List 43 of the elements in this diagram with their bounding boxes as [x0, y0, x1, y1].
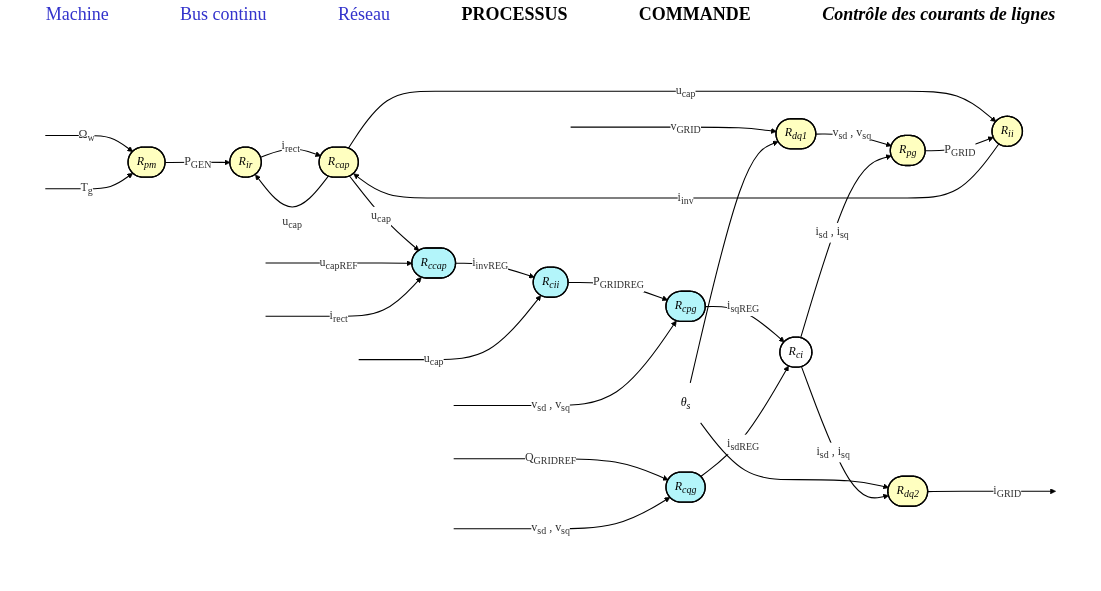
edge-label: i$_{inv}$: [677, 189, 694, 206]
edge-label: P$_{GEN}$: [184, 154, 212, 170]
zone-heading: Machine: [45, 4, 109, 25]
arrow: [353, 143, 1000, 199]
edge-label: u$_{cap}$: [423, 351, 444, 368]
edge-label: v$_{sd}$ , v$_{sq}$: [531, 397, 571, 414]
note-text: Contrôle des courants de lignes: [822, 4, 1056, 25]
edge-label: T$_{g}$: [80, 180, 93, 197]
arrow: [44, 172, 134, 190]
zone-heading: Réseau: [338, 4, 390, 25]
edge-label: P$_{GRIDREG}$: [592, 274, 645, 290]
edge-label: Q$_{GRIDREF}$: [524, 450, 577, 467]
section-heading: COMMANDE: [638, 4, 751, 25]
edge-label: u$_{cap}$: [675, 83, 696, 99]
edge-label: v$_{sd}$ , v$_{sq}$: [531, 520, 571, 537]
arrow: [358, 295, 542, 361]
arrow: [700, 422, 889, 490]
arrow: [349, 175, 420, 251]
edge-label: i$_{rect}$: [281, 137, 300, 154]
edge-label: P$_{GRID}$: [944, 142, 976, 159]
arrow: [44, 134, 134, 153]
edge-label: Ω$_{w}$: [78, 127, 95, 144]
edge-label: u$_{cap}$: [282, 214, 303, 230]
node-text: θ$_{s}$: [680, 394, 691, 411]
edge-label: u$_{cap}$: [371, 208, 391, 225]
section-heading: PROCESSUS: [461, 4, 568, 25]
arrow: [689, 140, 779, 384]
edge-label: i$_{invREG}$: [472, 254, 509, 271]
arrow: [801, 366, 889, 500]
edge-label: i$_{sd}$ , i$_{sq}$: [815, 224, 849, 241]
arrow: [800, 154, 892, 339]
edge-label: i$_{sqREG}$: [727, 298, 760, 314]
edge-label: i$_{sdREG}$: [727, 436, 760, 453]
edge-label: v$_{GRID}$: [670, 119, 701, 135]
edge-label: v$_{sd}$ , v$_{sq}$: [832, 125, 872, 142]
arrow: [255, 174, 329, 208]
edge-label: i$_{GRID}$: [993, 483, 1022, 499]
edge-label: u$_{capREF}$: [319, 254, 358, 271]
edge-label: i$_{sd}$ , i$_{sq}$: [816, 444, 850, 461]
zone-heading: Bus continu: [180, 4, 267, 25]
arrow: [700, 365, 789, 477]
arrow: [265, 276, 422, 317]
edge-label: i$_{rect}$: [329, 308, 348, 324]
